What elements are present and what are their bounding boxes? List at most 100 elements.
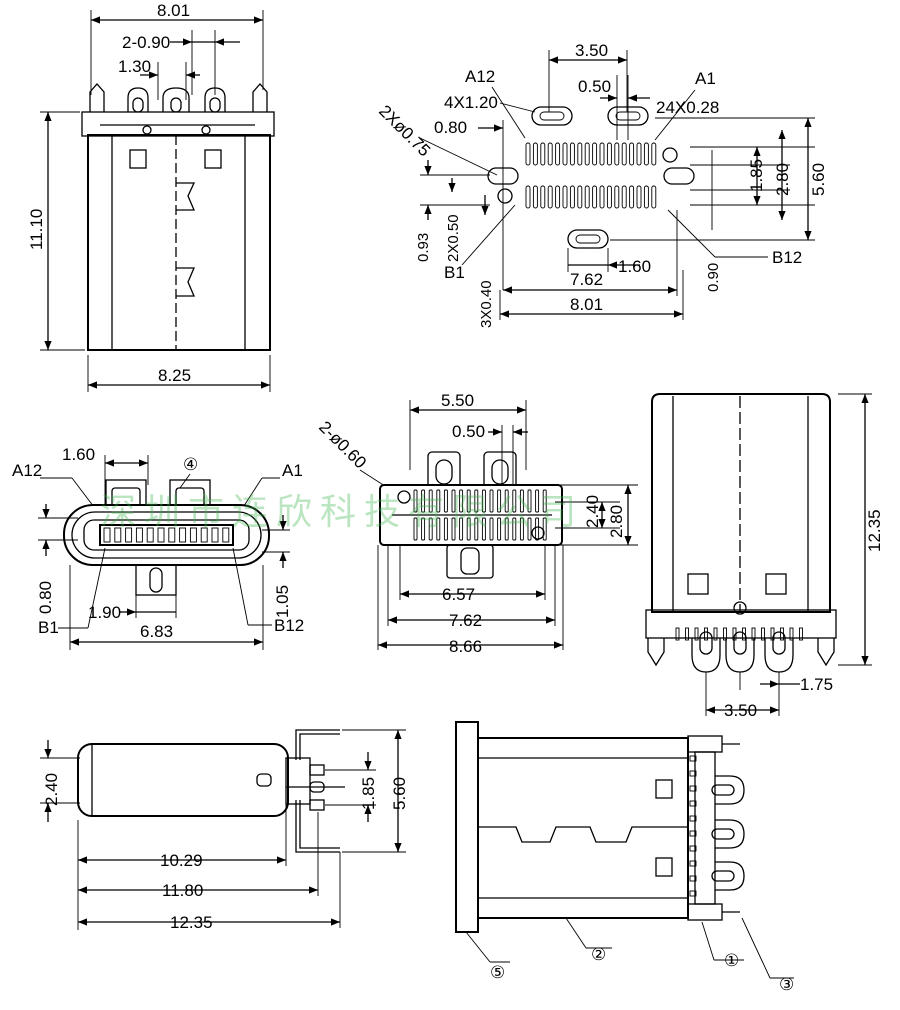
dim-pad-spacing: 5.50 — [441, 391, 474, 410]
pad — [651, 142, 657, 166]
pad — [629, 142, 635, 166]
dim-width: 8.01 — [157, 1, 190, 20]
pad — [519, 489, 524, 513]
dim-total-width: 8.66 — [449, 637, 482, 656]
dim-offset: 0.80 — [434, 118, 467, 137]
pin — [751, 627, 756, 641]
pin — [780, 627, 784, 641]
pad — [629, 185, 635, 209]
pin — [689, 755, 697, 762]
dim-width: 6.83 — [140, 622, 173, 641]
pin — [789, 627, 794, 641]
dim-row-spacing: 1.85 — [747, 159, 766, 192]
dim-height: 12.35 — [865, 509, 884, 552]
pad — [643, 185, 649, 209]
contact-pin — [168, 527, 176, 543]
pad — [481, 517, 486, 541]
label-a1: A1 — [282, 461, 303, 480]
pad — [436, 517, 441, 541]
pad — [592, 142, 598, 166]
pad — [577, 185, 583, 209]
pad — [636, 142, 642, 166]
pad — [643, 142, 649, 166]
pin — [694, 627, 699, 641]
pin-row — [675, 627, 803, 641]
dim-top-width: 1.60 — [62, 445, 95, 464]
dim-hole: 2Xø0.75 — [375, 101, 434, 160]
pad — [547, 142, 553, 166]
contact-pin — [135, 527, 143, 543]
pin — [689, 890, 697, 897]
pad — [459, 489, 464, 513]
pad — [584, 142, 590, 166]
callout-5: ⑤ — [490, 963, 505, 982]
dim-inner-width: 6.57 — [442, 585, 475, 604]
pad — [569, 185, 575, 209]
contact-pin — [146, 527, 154, 543]
pin — [689, 875, 697, 882]
label-b1: B1 — [444, 263, 465, 282]
pad — [413, 517, 418, 541]
dim-bottom-width: 8.25 — [158, 366, 191, 385]
label-b1: B1 — [38, 618, 59, 637]
pad — [555, 142, 561, 166]
pad — [562, 185, 568, 209]
pad — [421, 517, 426, 541]
label-b12: B12 — [772, 248, 802, 267]
pad — [459, 517, 464, 541]
label-a1: A1 — [695, 69, 716, 88]
dim-row-spacing: 2.40 — [583, 495, 602, 528]
contact-pin — [114, 527, 122, 543]
pad — [489, 517, 494, 541]
dim-row-span: 2.80 — [773, 163, 792, 196]
pin — [770, 627, 775, 641]
dim-080: 0.80 — [36, 581, 55, 614]
pad — [540, 142, 546, 166]
pad — [532, 185, 538, 209]
dim-pin-spacing: 3.50 — [724, 701, 757, 720]
dim-pin-spacing: 1.85 — [359, 777, 378, 810]
pad — [466, 489, 471, 513]
pad — [542, 489, 547, 513]
rear-view: 12.35 1.75 3.50 — [645, 393, 884, 720]
pin — [704, 627, 708, 641]
callout-1: ① — [724, 951, 739, 970]
pad — [443, 517, 448, 541]
pad — [535, 517, 540, 541]
dim-height: 2.40 — [42, 773, 61, 806]
label-b12: B12 — [274, 616, 304, 635]
callout-2: ② — [591, 945, 606, 964]
contact-pin — [179, 527, 187, 543]
pad — [621, 142, 627, 166]
pad-rows — [413, 489, 547, 541]
label-a12: A12 — [465, 67, 495, 86]
pad — [413, 489, 418, 513]
contact-pin — [211, 527, 219, 543]
pad — [527, 489, 532, 513]
pad — [606, 142, 612, 166]
dim-height: 11.10 — [27, 209, 46, 250]
pad — [599, 185, 605, 209]
pad-row-top — [525, 142, 657, 166]
dim-length-3: 12.35 — [170, 913, 213, 932]
dim-total-width: 8.01 — [570, 295, 603, 314]
profile-view: 2.40 1.85 5.60 10.29 11.80 12.35 — [40, 729, 409, 932]
pad — [540, 185, 546, 209]
company-watermark: 深圳市连欣科技有限公司 — [100, 492, 584, 533]
pad — [562, 142, 568, 166]
dim-total-height: 5.60 — [809, 163, 828, 196]
pad — [542, 517, 547, 541]
dim-pin-height: 5.60 — [390, 777, 409, 810]
pad — [421, 489, 426, 513]
pin — [689, 770, 697, 777]
dim-row-width: 7.62 — [449, 611, 482, 630]
dim-105: 1.05 — [273, 585, 292, 618]
pad — [555, 185, 561, 209]
pad — [489, 489, 494, 513]
pin — [685, 627, 689, 641]
dim-pin-offset: 1.75 — [800, 675, 833, 694]
dim-pin-pitch: 2-0.90 — [122, 33, 170, 52]
contact-pin — [189, 527, 197, 543]
pad — [569, 142, 575, 166]
